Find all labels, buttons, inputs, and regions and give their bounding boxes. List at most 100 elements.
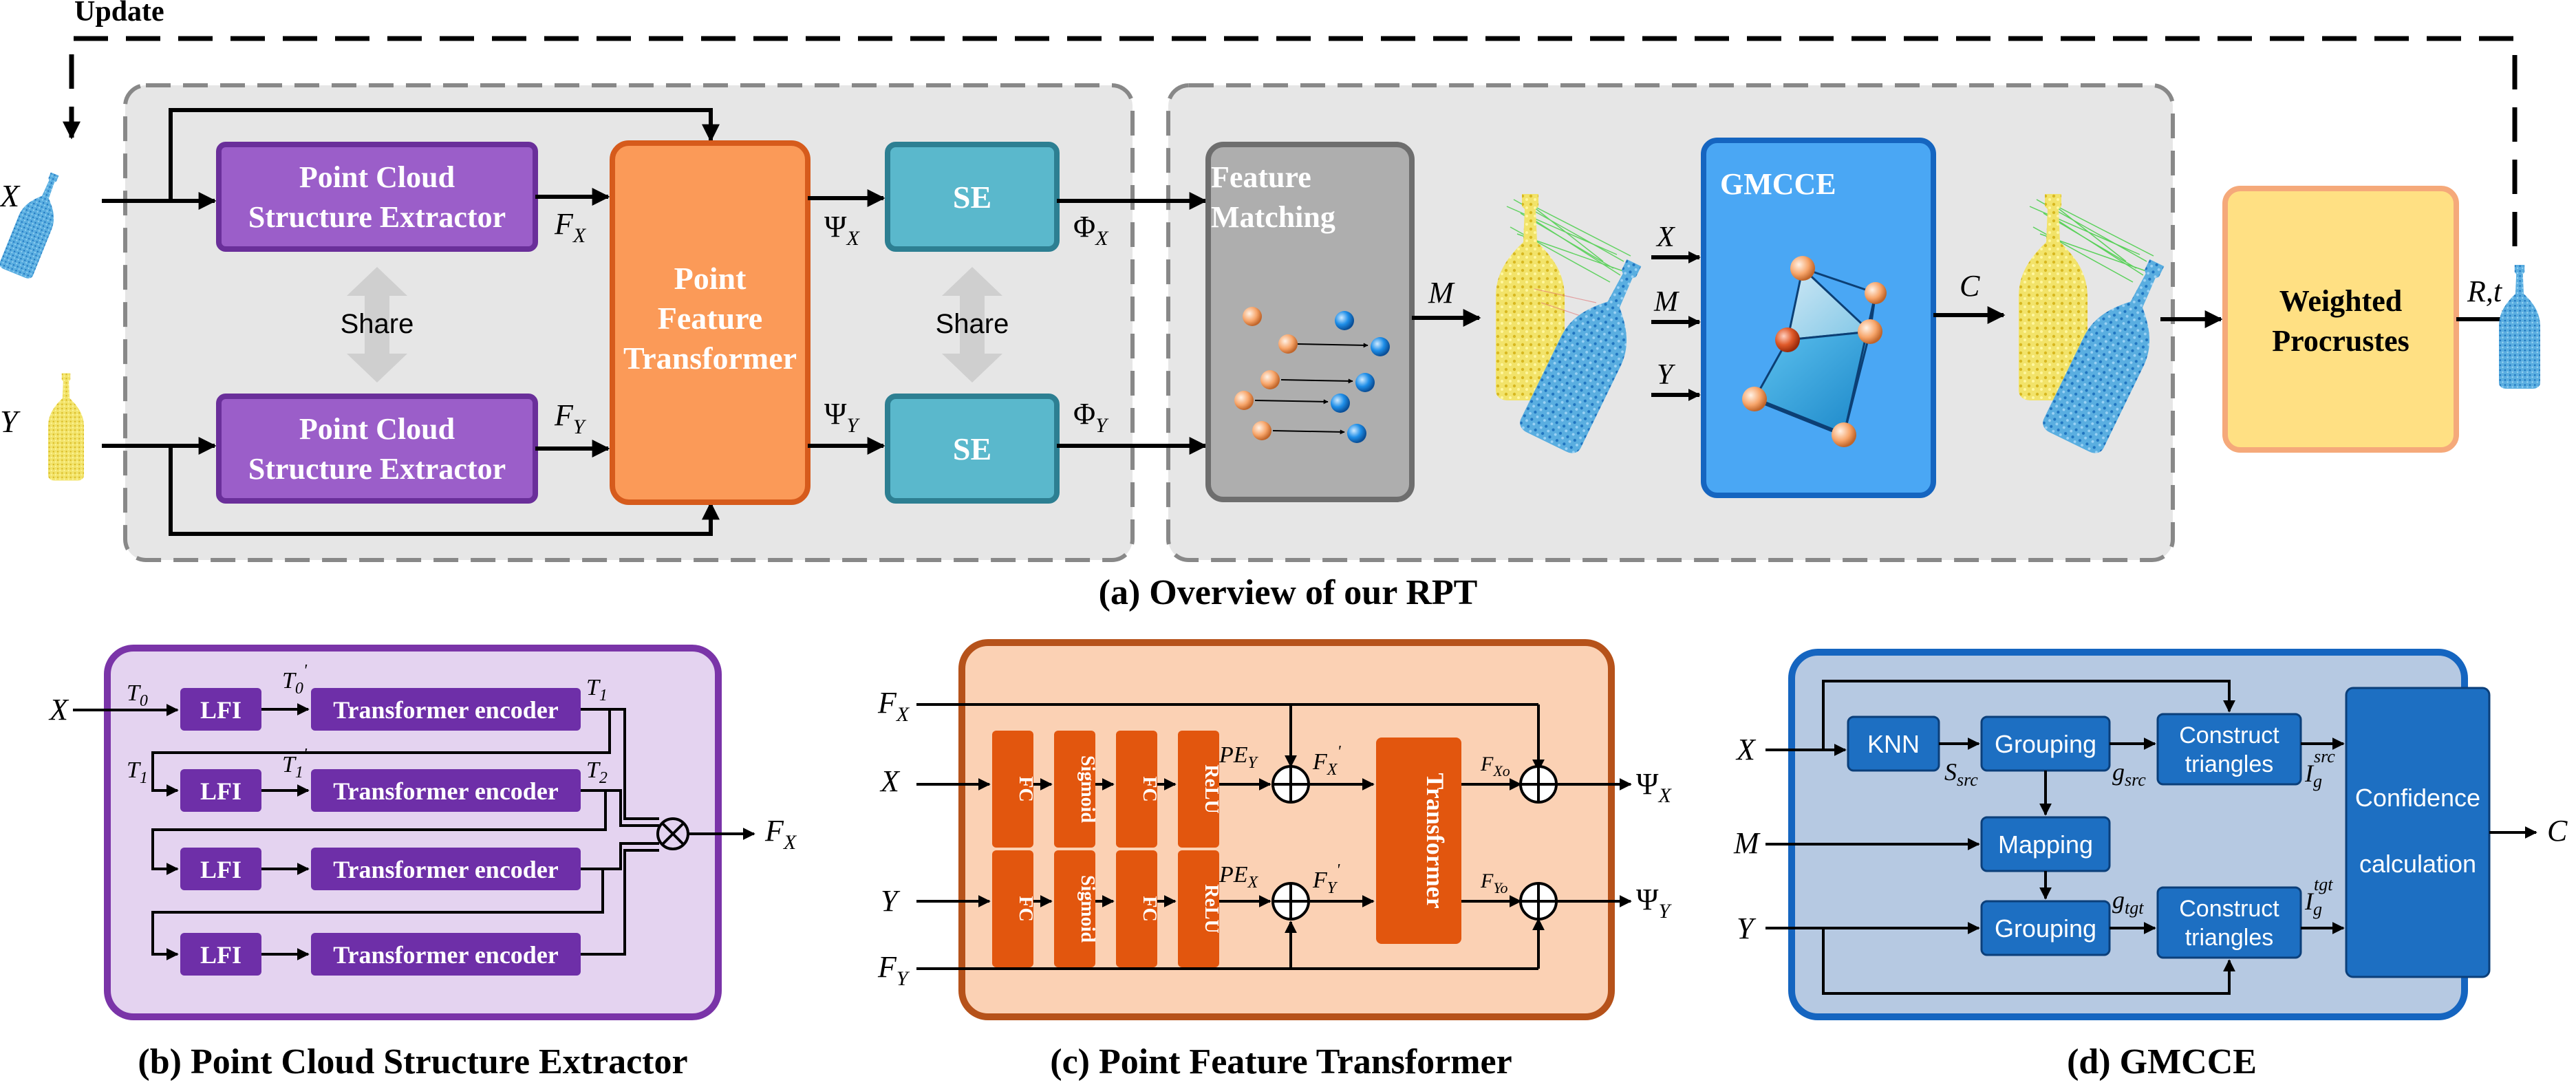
confidence-block: [2345, 687, 2491, 978]
t1a-label: T1: [586, 675, 608, 704]
pft-bottom-block-2: Sigmoid: [1077, 875, 1098, 943]
pft-bottom-block-4: ReLU: [1201, 884, 1222, 934]
share-left-arrow: [347, 267, 407, 383]
triangle-illustration: [1742, 256, 1887, 447]
fy-prime-label: FY': [1312, 861, 1340, 897]
arrow-y-bypass: [169, 446, 720, 536]
fx-label: FX: [554, 207, 587, 247]
t0-label: T0: [127, 680, 148, 710]
encoder-label-3: Transformer encoder: [333, 856, 559, 883]
pft-panel: FX X Y FY FC Sigmoid FC ReLU FC Sigmoid …: [877, 639, 1672, 1081]
pcse-panel: X T0 LFI Transformer encoder LFI Transfo…: [48, 645, 797, 1081]
gmcce-label: GMCCE: [1720, 167, 1836, 201]
i-src-label: Igsrc: [2304, 746, 2335, 791]
pcse-bottom-line1: Point Cloud: [299, 412, 455, 446]
overview-caption: (a) Overview of our RPT: [1099, 573, 1478, 612]
phi-y-label: ΦY: [1073, 397, 1109, 437]
s-src-label: Ssrc: [1944, 758, 1978, 790]
encoder-label-4: Transformer encoder: [333, 941, 559, 969]
t1p-label: T1': [282, 746, 308, 782]
pft-connectors: [916, 703, 1632, 970]
gmcce-c-out: C: [2547, 814, 2568, 848]
lfi-block-2: [180, 769, 261, 812]
pe-y-label: PEY: [1219, 742, 1259, 772]
encoder-block-3: [311, 848, 581, 890]
transformer-label: Transformer: [1421, 773, 1449, 908]
pft-block: [610, 140, 811, 505]
lfi-block-1: [180, 688, 261, 731]
confidence-line2: calculation: [2359, 850, 2476, 878]
pcse-caption: (b) Point Cloud Structure Extractor: [138, 1042, 687, 1081]
gmcce-caption: (d) GMCCE: [2067, 1042, 2257, 1081]
rt-label: R,t: [2467, 275, 2503, 308]
input-y-label: Y: [0, 404, 21, 439]
phi-x-label: ΦX: [1073, 210, 1109, 250]
construct-bottom-line2: triangles: [2185, 925, 2274, 951]
gmcce-panel: X M Y KNN Grouping Construct triangles M…: [1733, 649, 2568, 1081]
c-label: C: [1960, 269, 1980, 303]
pft-line1: Point: [674, 261, 747, 296]
pft-bottom-block-1: FC: [1015, 896, 1036, 921]
fxo-label: FXo: [1480, 753, 1510, 779]
pft-psi-y: ΨY: [1636, 883, 1672, 923]
pft-psi-x: ΨX: [1636, 767, 1672, 807]
lfi-block-4: [180, 933, 261, 976]
lfi-label-3: LFI: [200, 856, 242, 883]
pcse-top-line2: Structure Extractor: [248, 200, 506, 234]
se-bottom-label: SE: [953, 431, 991, 466]
input-y-cloud: [48, 373, 84, 481]
pft-top-block-3: FC: [1139, 776, 1160, 801]
pft-y-in: Y: [881, 884, 901, 918]
pcse-connectors: [151, 703, 659, 960]
pft-x-in: X: [879, 764, 901, 798]
lfi-label-1: LFI: [200, 696, 242, 724]
update-label: Update: [74, 0, 164, 28]
i-tgt-label: Igtgt: [2304, 874, 2333, 919]
confidence-line1: Confidence: [2355, 784, 2480, 812]
gin-y-label: Y: [1657, 359, 1676, 391]
pft-line2: Feature: [658, 301, 762, 336]
pft-bottom-mlp: FC Sigmoid FC ReLU: [992, 850, 1222, 967]
construct-bottom-line1: Construct: [2179, 896, 2279, 922]
t1b-label: T1: [127, 757, 148, 787]
se-top-label: SE: [953, 180, 991, 215]
pcse-fx-label: FX: [764, 814, 797, 854]
psi-x-label: ΨX: [824, 210, 860, 250]
construct-bottom-block: [2156, 886, 2302, 959]
t2-label: T2: [586, 757, 608, 787]
g-tgt-label: gtgt: [2112, 886, 2144, 918]
procrustes-line2: Procrustes: [2272, 324, 2409, 358]
pcse-bottom-line2: Structure Extractor: [248, 452, 506, 486]
share-right-arrow: [942, 267, 1002, 383]
t0p-label: T0': [282, 662, 308, 698]
pft-top-block-4: ReLU: [1201, 764, 1222, 814]
encoder-block-4: [311, 933, 581, 976]
construct-top-line1: Construct: [2179, 722, 2279, 749]
arrow-x-bypass: [169, 108, 720, 201]
se-bottom-block: [885, 394, 1060, 504]
m-label: M: [1428, 276, 1455, 310]
correspondence-clouds-after: [2019, 194, 2187, 457]
share-right-label: Share: [936, 309, 1009, 339]
pft-fx-in: FX: [877, 686, 910, 726]
correspondence-clouds-before: [1496, 194, 1664, 457]
procrustes-line1: Weighted: [2279, 284, 2402, 318]
pe-x-label: PEX: [1219, 862, 1259, 892]
feature-matching-line1: Feature: [1211, 160, 1311, 194]
knn-label: KNN: [1867, 730, 1920, 758]
encoder-block-1: [311, 688, 581, 731]
output-cloud: [2499, 265, 2540, 389]
encoder-label-2: Transformer encoder: [333, 777, 559, 805]
pft-add-ops: [1271, 765, 1558, 921]
pft-top-block-2: Sigmoid: [1077, 755, 1098, 823]
pft-line3: Transformer: [623, 341, 797, 376]
construct-top-block: [2156, 713, 2302, 786]
grouping-top-label: Grouping: [1995, 730, 2096, 758]
pcse-x-label: X: [48, 693, 69, 727]
g-src-label: gsrc: [2112, 758, 2146, 790]
pft-bottom-block-3: FC: [1139, 896, 1160, 921]
gmcce-m-in: M: [1733, 826, 1761, 860]
construct-top-line2: triangles: [2185, 751, 2274, 777]
fx-prime-label: FX': [1312, 743, 1341, 779]
feature-matching-block: [1205, 142, 1415, 502]
